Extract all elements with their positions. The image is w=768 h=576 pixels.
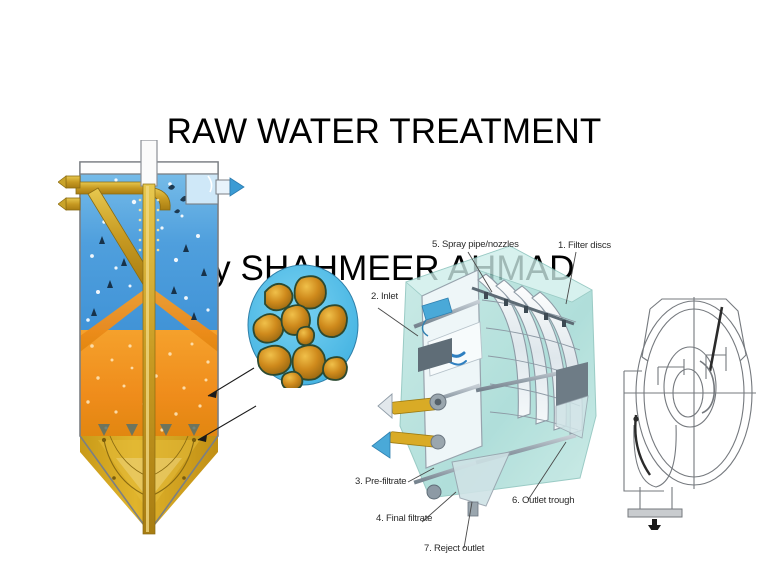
callout-reject-outlet: 7. Reject outlet xyxy=(424,543,485,554)
inlet-port xyxy=(421,297,453,337)
schematic-base-plate xyxy=(627,508,683,518)
clarifier-inlet-pipe xyxy=(65,175,171,287)
final-filtrate-pipe xyxy=(371,431,446,459)
spray-pipe xyxy=(471,286,575,327)
clarifier-flow-arrows xyxy=(91,236,207,320)
clarifier-inlet-arrows xyxy=(58,175,67,211)
side-schematic-diagram xyxy=(618,275,758,530)
callout-pre-filtrate: 3. Pre-filtrate xyxy=(355,476,407,487)
disc-filter-diagram xyxy=(360,230,625,570)
schematic-down-arrow xyxy=(648,519,661,530)
floc-leader-line-lower xyxy=(197,405,257,441)
page-title-line-1: RAW WATER TREATMENT xyxy=(166,112,602,151)
callout-inlet: 2. Inlet xyxy=(371,291,398,302)
inlet-trough xyxy=(418,338,452,372)
reject-outlet xyxy=(451,451,511,517)
outlet-trough xyxy=(555,362,589,439)
disc-filter-leader-lines xyxy=(377,251,577,549)
callout-spray-pipe-nozzles: 5. Spray pipe/nozzles xyxy=(432,239,519,250)
drive-wheel xyxy=(426,484,442,500)
callout-final-filtrate: 4. Final filtrate xyxy=(376,513,433,524)
floc-detail-diagram xyxy=(243,262,363,388)
callout-filter-discs: 1. Filter discs xyxy=(558,240,611,251)
clarifier-draw-ports xyxy=(98,424,200,436)
callout-outlet-trough: 6. Outlet trough xyxy=(512,495,575,506)
clarifier-outlet xyxy=(185,173,245,205)
clarifier-central-shaft xyxy=(138,140,160,535)
floc-particles xyxy=(252,275,348,388)
floc-leader-line-upper xyxy=(207,367,255,397)
schematic-scraper-arm xyxy=(633,306,724,476)
pre-filtrate-pipe xyxy=(377,393,447,419)
clarifier-diagram xyxy=(58,140,263,550)
